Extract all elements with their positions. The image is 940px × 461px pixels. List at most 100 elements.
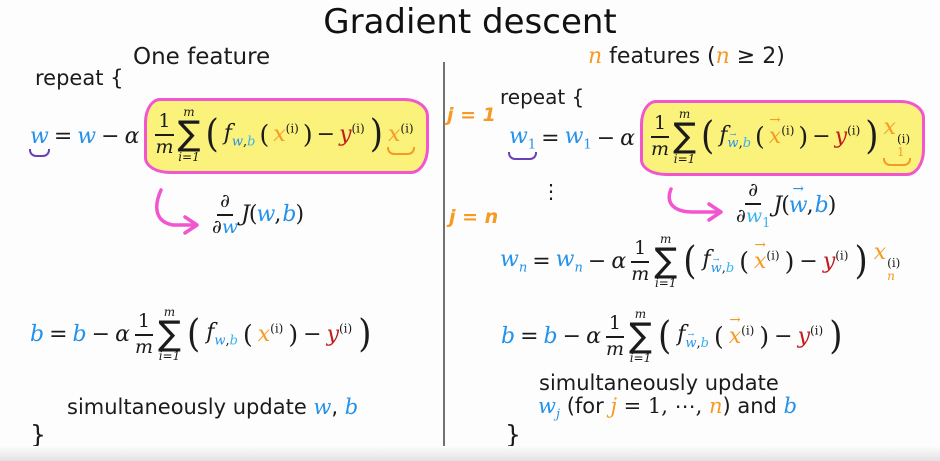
var-w: w [564,124,584,150]
vector-arrow-icon: → [687,329,695,339]
sum-lower-limit: i=1 [178,149,200,164]
var-alpha: α [620,125,635,151]
left-paren: ( [739,246,749,276]
equation-b-update-right: b = b − α 1 m m ∑ i=1 ( fw→,b ( x→(i) ) … [501,294,843,378]
right-paren: ) [784,246,795,276]
y-super-i: y(i) [835,124,861,149]
right-paren: ) [302,119,313,149]
vector-arrow-icon: → [729,130,737,140]
big-right-paren: ) [358,311,372,357]
var-b: b [543,323,558,349]
var-x: x [387,121,401,147]
sub-comma: , [225,333,230,349]
fraction-denominator: m [631,262,650,285]
var-w: w [745,205,763,228]
vector-arrow-icon: → [792,180,804,197]
heading-text: features ( [602,44,716,69]
left-paren: ( [259,119,270,149]
big-right-paren: ) [369,112,383,157]
var-w: w [500,247,519,273]
vector-arrow-icon: → [712,254,720,264]
var-alpha: α [586,323,601,349]
left-repeat-close: } [30,420,46,449]
vec-x-super-i: x→(i) [768,114,795,149]
minus-sign: − [596,125,616,151]
superscript-i: (i) [781,123,795,138]
sub-sup-stack: (i)n [887,257,900,282]
comma: , [274,201,282,227]
summation: m ∑ i=1 [178,106,201,162]
subscript-n: n [518,260,528,276]
var-w: w [710,260,722,276]
var-b: b [282,201,297,227]
equation-w1-update: w1 = w1 − α 1 m m ∑ i=1 ( fw→,b ( x→(i) … [508,94,926,182]
left-paren: ( [713,321,724,351]
vector-x: x→ [729,313,741,348]
subscript-1: 1 [527,137,537,153]
subscript-1: 1 [583,137,592,153]
var-w: w [313,395,332,419]
subscript-n: n [887,269,895,284]
sum-lower-limit: i=1 [654,276,677,291]
fraction-numerator: 1 [134,310,154,336]
superscript-i: (i) [810,323,824,338]
f-subscript: w→,b [710,255,735,276]
equals-sign: = [520,323,539,349]
fraction-denominator: m [605,337,624,360]
sum-symbol: ∑ [177,114,201,155]
big-left-paren: ( [683,238,697,284]
equals-sign: = [49,321,68,347]
highlighted-gradient-term: 1 m m ∑ i=1 ( fw,b ( x(i) ) − y(i) ) x(i… [144,98,429,174]
right-paren: ) [759,321,770,351]
var-x: x [873,239,887,265]
sum-upper-limit: m [163,304,176,319]
vec-x-super-i: x→(i) [729,313,755,348]
and-text: ) and [722,394,784,418]
left-paren: ( [755,121,765,151]
vector-w: w→ [788,182,808,218]
superscript-i: (i) [351,121,365,136]
var-y: y [339,121,352,147]
fraction-1-over-m: 1 m [631,237,650,285]
superscript-i: (i) [285,121,299,136]
sub-sup-stack: (i)1 [897,133,910,158]
vector-arrow-icon: → [769,112,781,129]
vector-w: w→ [710,255,722,276]
superscript-i: (i) [887,256,901,271]
superscript-i: (i) [339,321,353,336]
right-repeat-close: } [505,420,521,449]
f-subscript: w→,b [727,131,751,152]
var-x: x [768,123,782,149]
sub-comma: , [738,136,743,152]
var-alpha: α [611,248,627,274]
lhs-w1-underbraced: w1 [508,124,538,160]
var-w: w [788,192,808,218]
minus-sign: − [587,248,607,274]
var-n: n [588,44,603,69]
page-title: Gradient descent [323,2,617,42]
big-right-paren: ) [865,114,879,159]
xn-super-i: x(i)n [874,240,901,282]
subscript-n: n [574,260,583,276]
left-repeat-open: repeat { [35,66,124,90]
model-f-wb: fw,b [206,320,238,347]
partial-top: ∂ [217,190,233,216]
minus-sign: − [774,323,793,349]
left-paren: ( [242,319,253,349]
fraction-denominator: m [134,335,153,358]
heading-text: ≥ 2) [729,44,785,69]
var-x: x [753,248,767,274]
y-super-i: y(i) [339,122,365,147]
big-left-paren: ( [701,114,715,159]
right-heading: n features (n ≥ 2) [588,44,785,69]
curved-arrow-icon [155,188,199,235]
right-paren: ) [288,319,299,349]
f-subscript: w,b [214,334,238,349]
comma: , [331,395,345,419]
summation: m ∑ i=1 [629,308,652,364]
superscript-i: (i) [896,131,911,146]
partial-symbol: ∂ [736,205,746,228]
sub-b: b [247,134,256,150]
column-divider [443,62,445,451]
partial-bottom: ∂w1 [736,205,770,230]
